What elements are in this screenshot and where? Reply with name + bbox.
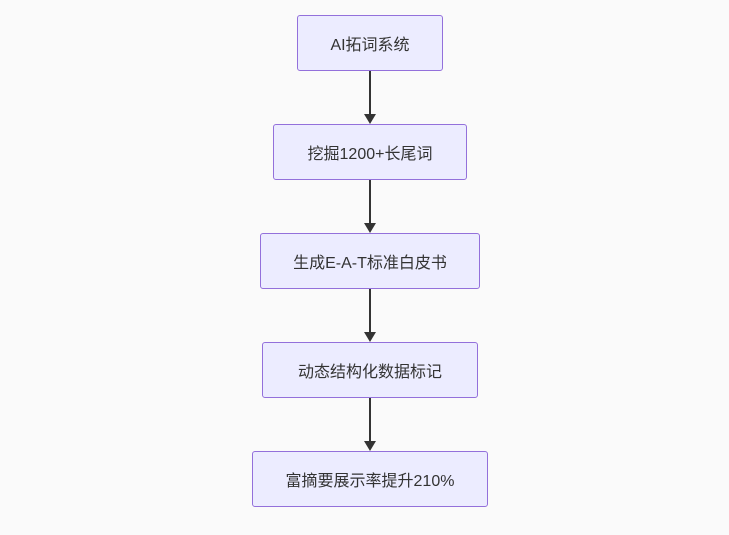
flow-node-ai-word-expansion: AI拓词系统 <box>297 15 443 71</box>
flow-node-longtail-mining: 挖掘1200+长尾词 <box>273 124 467 180</box>
arrow-line <box>369 180 371 223</box>
flow-arrow-1 <box>364 71 376 124</box>
flowchart: AI拓词系统 挖掘1200+长尾词 生成E-A-T标准白皮书 动态结构化数据标记… <box>252 15 488 507</box>
flow-arrow-3 <box>364 289 376 342</box>
flow-node-label: AI拓词系统 <box>330 37 410 54</box>
arrow-line <box>369 398 371 441</box>
flow-arrow-4 <box>364 398 376 451</box>
arrow-down-icon <box>364 332 376 342</box>
flow-node-label: 生成E-A-T标准白皮书 <box>293 255 447 272</box>
flow-node-structured-data: 动态结构化数据标记 <box>262 342 478 398</box>
flow-arrow-2 <box>364 180 376 233</box>
arrow-line <box>369 289 371 332</box>
arrow-down-icon <box>364 114 376 124</box>
arrow-line <box>369 71 371 114</box>
flow-node-label: 挖掘1200+长尾词 <box>307 146 433 163</box>
flow-node-eat-whitepaper: 生成E-A-T标准白皮书 <box>260 233 480 289</box>
flow-node-label: 动态结构化数据标记 <box>297 364 442 381</box>
arrow-down-icon <box>364 223 376 233</box>
flow-node-rich-snippet-result: 富摘要展示率提升210% <box>252 451 488 507</box>
flow-node-label: 富摘要展示率提升210% <box>285 473 455 490</box>
arrow-down-icon <box>364 441 376 451</box>
